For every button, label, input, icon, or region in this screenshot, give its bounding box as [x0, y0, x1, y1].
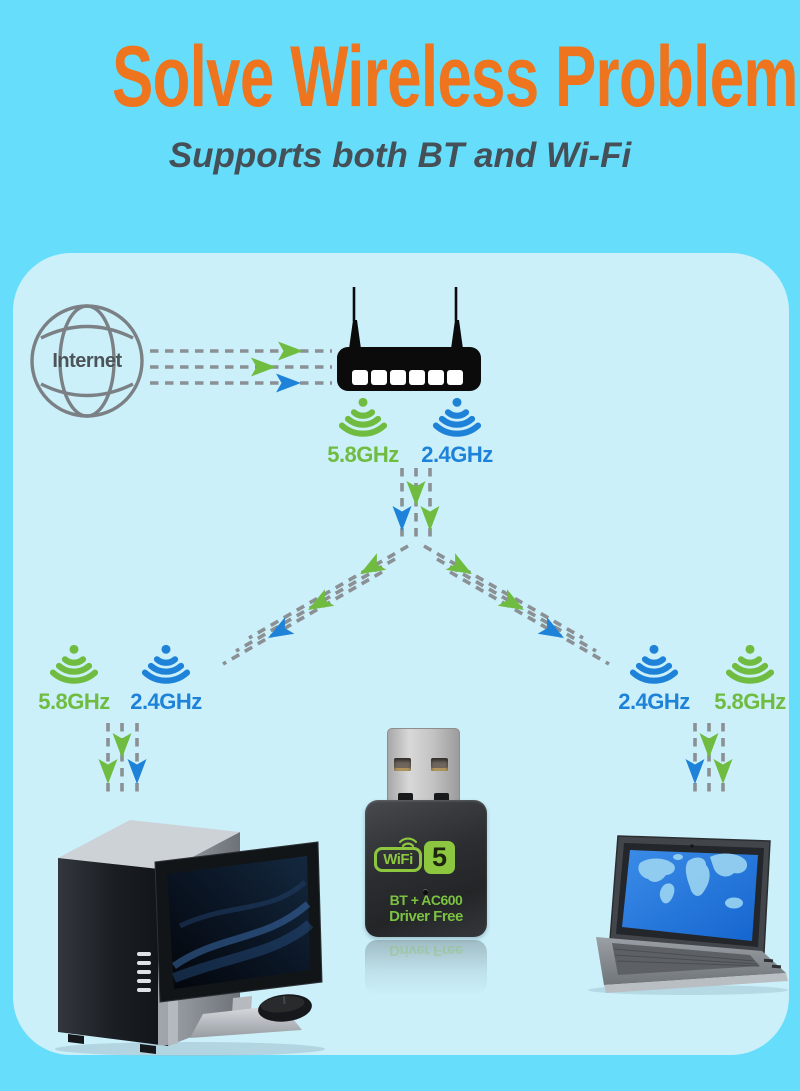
- wifi-arcs-icon: [398, 837, 418, 848]
- wifi-signal-icon: [138, 643, 194, 687]
- internet-label: Internet: [52, 350, 122, 372]
- usb-wifi-adapter-image: WiFi 5 BT + AC600 Driver Free Driver Fre…: [360, 720, 492, 1010]
- laptop-image: [588, 835, 788, 995]
- router-band-5ghz: 5.8GHz: [313, 396, 413, 468]
- band-label: 5.8GHz: [714, 689, 786, 714]
- right-band-24ghz: 2.4GHz: [604, 643, 704, 715]
- wifi-signal-icon: [722, 643, 778, 687]
- wifi-signal-icon: [46, 643, 102, 687]
- right-band-5ghz: 5.8GHz: [700, 643, 800, 715]
- router-band-24ghz: 2.4GHz: [407, 396, 507, 468]
- page-subtitle: Supports both BT and Wi-Fi: [168, 136, 632, 175]
- left-band-24ghz: 2.4GHz: [116, 643, 216, 715]
- wifi-signal-icon: [429, 396, 485, 440]
- adapter-text-line1: BT + AC600: [389, 892, 463, 908]
- led-indicator: [423, 890, 428, 895]
- wifi-logo: WiFi: [374, 847, 422, 872]
- wifi-signal-icon: [626, 643, 682, 687]
- band-label: 2.4GHz: [130, 689, 202, 714]
- world-map: [638, 853, 748, 909]
- band-label: 2.4GHz: [421, 442, 493, 467]
- globe-graphic: [30, 304, 144, 418]
- wifi-signal-icon: [335, 396, 391, 440]
- adapter-body: WiFi 5 BT + AC600 Driver Free: [365, 800, 487, 937]
- desktop-computer-image: [55, 820, 325, 1056]
- band-label: 2.4GHz: [618, 689, 690, 714]
- band-label: 5.8GHz: [38, 689, 110, 714]
- left-band-5ghz: 5.8GHz: [24, 643, 124, 715]
- page-title: Solve Wireless Problem: [112, 29, 798, 125]
- band-label: 5.8GHz: [327, 442, 399, 467]
- usb-connector: [387, 728, 460, 809]
- mouse-icon: [258, 994, 312, 1022]
- wifi5-number: 5: [424, 841, 455, 874]
- internet-globe-icon: Internet: [27, 296, 147, 428]
- adapter-reflection: Driver Free: [365, 940, 487, 995]
- adapter-text-line2: Driver Free: [389, 908, 463, 925]
